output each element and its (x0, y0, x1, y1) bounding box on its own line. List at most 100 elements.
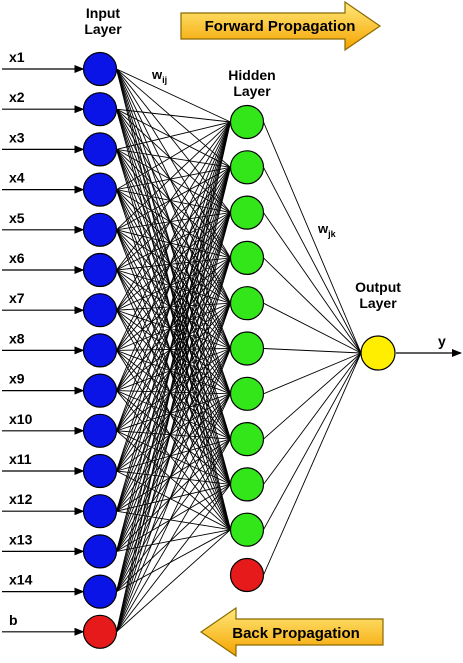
hidden-node (229, 376, 265, 411)
connection-input-hidden (116, 269, 231, 304)
connection-input-hidden (116, 121, 231, 391)
connection-input-hidden (116, 212, 231, 632)
connection-input-hidden (116, 257, 231, 592)
connection-input-hidden (116, 109, 231, 394)
input-label-x3: x3 (9, 129, 25, 145)
connection-input-hidden (116, 108, 231, 168)
connection-input-hidden (116, 68, 231, 123)
input-node (82, 132, 118, 167)
connection-input-hidden (116, 189, 231, 440)
back-propagation-label: Back Propagation (232, 625, 360, 642)
input-label-x1: x1 (9, 49, 25, 65)
connection-input-hidden (116, 483, 231, 512)
bias-input-label: b (9, 612, 18, 628)
connection-input-hidden (116, 121, 231, 512)
connection-input-hidden (116, 167, 231, 592)
connection-input-hidden (116, 309, 231, 440)
input-arrows (2, 65, 85, 636)
connection-hidden-output (263, 352, 362, 576)
hidden-node (229, 422, 265, 457)
connection-input-hidden (116, 166, 231, 231)
connection-hidden-output (263, 352, 362, 395)
connection-input-hidden (116, 257, 231, 472)
output-layer-title-line2: Layer (359, 295, 397, 311)
input-label-x12: x12 (9, 491, 33, 507)
connection-input-hidden (116, 68, 231, 304)
connection-input-hidden (116, 167, 231, 391)
connection-input-hidden (116, 470, 231, 485)
connection-input-hidden (116, 303, 231, 592)
input-node (82, 92, 118, 127)
connection-input-hidden (116, 529, 231, 633)
hidden-node (229, 467, 265, 502)
connection-input-hidden (116, 257, 231, 432)
connection-input-hidden (116, 257, 231, 271)
connection-input-hidden (116, 121, 231, 190)
connection-input-hidden (116, 212, 231, 351)
connection-input-hidden (116, 393, 231, 632)
connection-input-hidden (116, 121, 231, 592)
connection-input-hidden (116, 438, 231, 472)
input-node (82, 574, 118, 609)
connection-input-hidden (116, 167, 231, 472)
connection-input-hidden (116, 212, 231, 391)
connection-input-hidden (116, 257, 231, 391)
connection-input-hidden (116, 309, 231, 485)
connection-input-hidden (116, 68, 231, 213)
input-label-x4: x4 (9, 170, 25, 186)
connection-input-hidden (116, 212, 231, 432)
connection-input-hidden (116, 121, 231, 472)
connection-input-hidden (116, 269, 231, 349)
connection-input-hidden (116, 302, 231, 391)
connection-input-hidden (116, 257, 231, 552)
connection-input-hidden (116, 68, 231, 349)
connection-input-hidden (116, 348, 231, 632)
hidden-layer-title-line2: Layer (233, 83, 271, 99)
connection-input-hidden (116, 108, 231, 123)
connection-hidden-output (263, 121, 362, 354)
input-node (82, 252, 118, 288)
connection-input-hidden (116, 303, 231, 632)
connection-input-hidden (116, 257, 231, 351)
connection-input-hidden (116, 350, 231, 485)
connection-input-hidden (116, 121, 231, 271)
connection-input-hidden (116, 529, 231, 592)
connection-hidden-output (263, 167, 362, 354)
connection-input-hidden (116, 348, 231, 512)
connection-input-hidden (116, 350, 231, 440)
connection-input-hidden (116, 149, 231, 349)
input-label-x5: x5 (9, 210, 25, 226)
connection-input-hidden (116, 229, 231, 440)
connection-input-hidden (116, 212, 231, 311)
connection-input-hidden (116, 348, 231, 552)
input-node (82, 51, 118, 87)
input-node (82, 413, 118, 448)
input-node (82, 453, 118, 489)
connection-input-hidden (116, 348, 231, 351)
connection-input-hidden (116, 484, 231, 592)
connection-input-hidden (116, 484, 231, 633)
connection-input-hidden (116, 212, 231, 472)
hidden-node (229, 286, 265, 321)
connection-input-hidden (116, 121, 231, 231)
connection-input-hidden (116, 108, 231, 304)
connection-input-hidden (116, 108, 231, 259)
connection-input-hidden (116, 167, 231, 632)
connection-input-hidden (116, 309, 231, 395)
connection-input-hidden (116, 303, 231, 552)
hidden-node (229, 512, 265, 547)
input-label-x11: x11 (9, 451, 32, 467)
connection-input-hidden (116, 438, 231, 552)
connection-input-hidden (116, 302, 231, 351)
connection-input-hidden (116, 348, 231, 432)
hidden-node (229, 104, 265, 140)
connection-input-hidden (116, 109, 231, 349)
connection-input-hidden (116, 167, 231, 552)
connection-input-hidden (116, 393, 231, 592)
connection-input-hidden (116, 167, 231, 351)
hidden-layer-title-line1: Hidden (228, 67, 275, 83)
input-bias-node (82, 614, 118, 649)
connection-input-hidden (116, 212, 231, 271)
connection-input-hidden (116, 167, 231, 512)
